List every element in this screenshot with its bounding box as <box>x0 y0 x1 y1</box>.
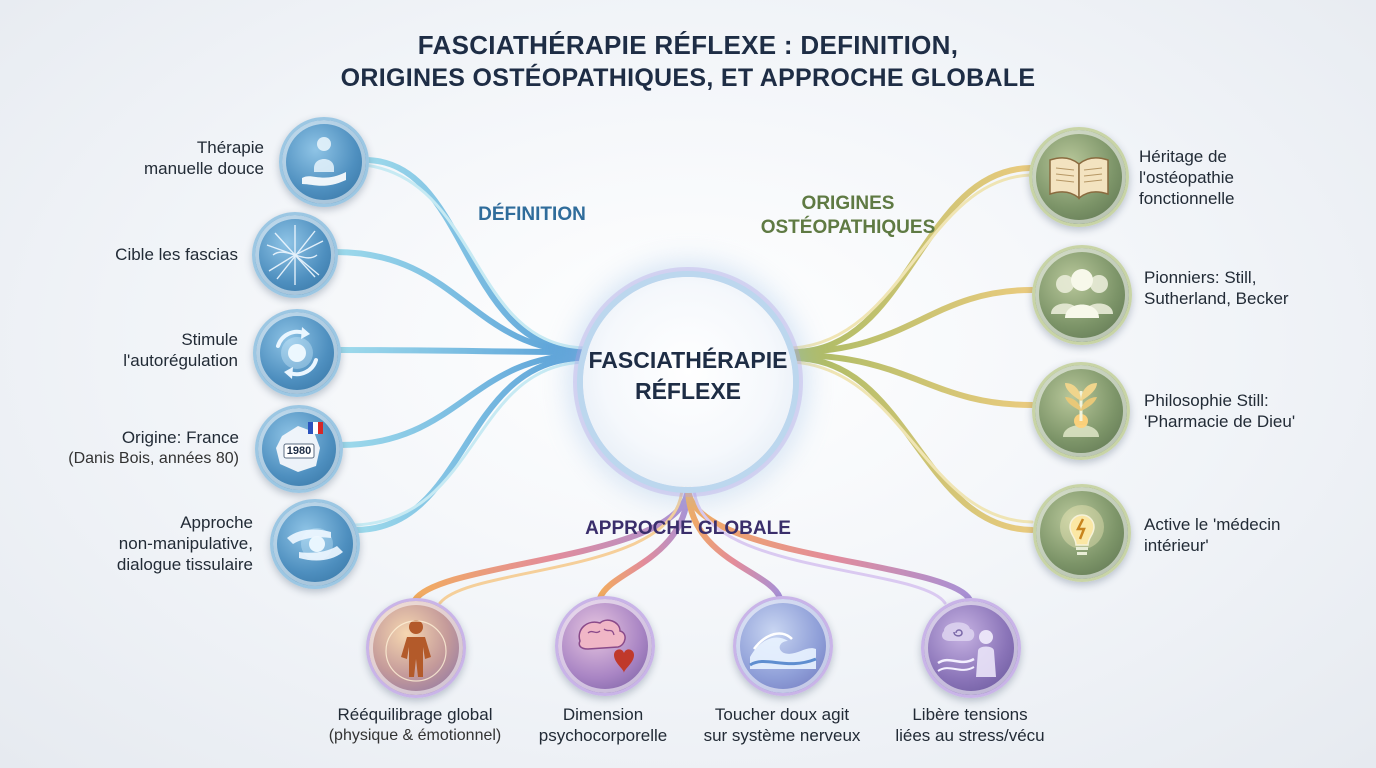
origines-item-4-line1: Active le 'médecin <box>1144 515 1281 534</box>
origines-item-2-label: Pionniers: Still, Sutherland, Becker <box>1144 267 1354 309</box>
definition-item-5-label: Approche non-manipulative, dialogue tiss… <box>40 512 253 575</box>
approche-item-4-line1: Libère tensions <box>912 705 1028 724</box>
approche-item-4-label: Libère tensions liées au stress/vécu <box>860 704 1080 746</box>
central-line1: FASCIATHÉRAPIE <box>588 347 788 373</box>
cycle-arrows-icon <box>253 309 341 397</box>
fascia-web-icon <box>252 212 338 298</box>
definition-item-2-label: Cible les fascias <box>40 244 238 265</box>
definition-item-3-line2: l'autorégulation <box>123 351 238 370</box>
central-node-label: FASCIATHÉRAPIE RÉFLEXE <box>583 345 793 407</box>
definition-item-5-line1: Approche <box>180 513 253 532</box>
definition-item-3-label: Stimule l'autorégulation <box>40 329 238 371</box>
section-definition: DÉFINITION <box>478 204 586 225</box>
definition-item-5-line3: dialogue tissulaire <box>116 555 253 574</box>
definition-item-5-line2: non-manipulative, <box>118 534 253 553</box>
wave-icon <box>733 596 833 696</box>
definition-item-4-label: Origine: France (Danis Bois, années 80) <box>20 427 239 469</box>
approche-item-2-line1: Dimension <box>562 705 644 724</box>
origines-item-2-line1: Pionniers: Still, <box>1144 268 1257 287</box>
pioneers-portraits-icon <box>1032 245 1132 345</box>
definition-item-3-line1: Stimule <box>181 330 238 349</box>
stress-release-icon <box>921 598 1021 698</box>
approche-item-1-line2: (physique & émotionnel) <box>328 727 502 744</box>
definition-item-2-line1: Cible les fascias <box>115 245 238 264</box>
origines-item-1-line1: Héritage de <box>1139 147 1227 166</box>
approche-item-4-line2: liées au stress/vécu <box>895 726 1045 745</box>
origines-item-4-label: Active le 'médecin intérieur' <box>1144 514 1354 556</box>
body-silhouette-icon <box>366 598 466 698</box>
origines-item-3-label: Philosophie Still: 'Pharmacie de Dieu' <box>1144 390 1354 432</box>
page-title: FASCIATHÉRAPIE RÉFLEXE : DEFINITION, <box>417 30 959 60</box>
approche-item-1-line1: Rééquilibrage global <box>337 705 493 724</box>
origines-item-3-line1: Philosophie Still: <box>1144 391 1269 410</box>
definition-item-1-label: Thérapie manuelle douce <box>60 137 264 179</box>
approche-item-1-label: Rééquilibrage global (physique & émotion… <box>305 704 525 746</box>
definition-item-4-line1: Origine: France <box>121 428 239 447</box>
section-origines-line1: ORIGINES <box>801 193 895 214</box>
definition-item-4-line2: (Danis Bois, années 80) <box>68 450 239 467</box>
central-line2: RÉFLEXE <box>634 378 742 404</box>
lightbulb-icon <box>1033 484 1131 582</box>
plant-body-icon <box>1032 362 1130 460</box>
approche-item-2-line2: psychocorporelle <box>538 726 668 745</box>
approche-item-2-label: Dimension psychocorporelle <box>493 704 713 746</box>
hand-person-icon <box>279 117 369 207</box>
section-approche-globale: APPROCHE GLOBALE <box>585 518 791 539</box>
definition-item-1-line2: manuelle douce <box>143 159 264 178</box>
approche-item-3-label: Toucher doux agit sur système nerveux <box>672 704 892 746</box>
year-badge: 1980 <box>286 445 312 457</box>
origines-item-4-line2: intérieur' <box>1144 536 1209 555</box>
france-map-icon: 1980 <box>255 405 343 493</box>
origines-item-1-line2: l'ostéopathie <box>1139 168 1234 187</box>
origines-item-2-line2: Sutherland, Becker <box>1144 289 1289 308</box>
central-node: FASCIATHÉRAPIE RÉFLEXE <box>583 277 793 487</box>
section-origines: ORIGINES OSTÉOPATHIQUES <box>748 192 948 240</box>
approche-item-3-line2: sur système nerveux <box>703 726 861 745</box>
open-book-icon <box>1029 127 1129 227</box>
origines-item-1-label: Héritage de l'ostéopathie fonctionnelle <box>1139 146 1339 209</box>
origines-item-1-line3: fonctionnelle <box>1139 189 1235 208</box>
approche-item-3-line1: Toucher doux agit <box>714 705 850 724</box>
origines-item-3-line2: 'Pharmacie de Dieu' <box>1144 412 1296 431</box>
definition-item-1-line1: Thérapie <box>196 138 264 157</box>
hands-dialogue-icon <box>270 499 360 589</box>
brain-heart-icon <box>555 596 655 696</box>
section-origines-line2: OSTÉOPATHIQUES <box>760 217 936 238</box>
page-subtitle: ORIGINES OSTÉOPATHIQUES, ET APPROCHE GLO… <box>340 64 1036 92</box>
